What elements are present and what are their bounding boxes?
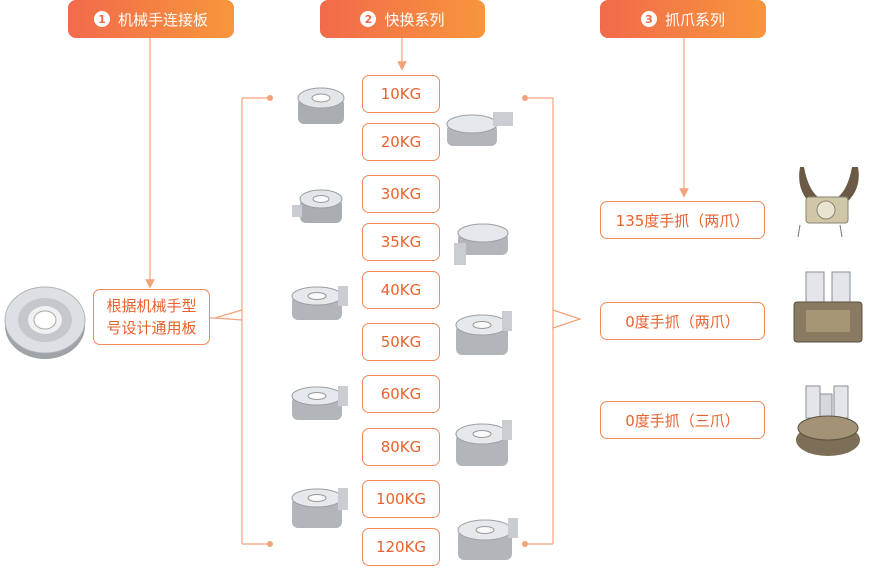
qc-product-image [292, 189, 343, 223]
step-number: 3 [640, 11, 657, 27]
qc-50kg: 50KG [362, 323, 440, 361]
tab-quick-change: 2 快换系列 [320, 0, 485, 38]
gripper-image-two-jaw [793, 271, 863, 343]
qc-20kg: 20KG [362, 123, 440, 161]
gripper-0-three-jaw: 0度手抓（三爪） [600, 401, 765, 439]
qc-60kg: 60KG [362, 375, 440, 413]
qc-product-image [297, 87, 345, 124]
gripper-image-135 [797, 167, 859, 238]
gripper-image-three-jaw [796, 385, 860, 456]
qc-10kg: 10KG [362, 75, 440, 113]
qc-product-image [291, 488, 348, 528]
qc-product-image [457, 518, 518, 560]
tab-label: 抓爪系列 [664, 10, 725, 29]
qc-product-image [291, 386, 348, 420]
tab-label: 机械手连接板 [117, 10, 208, 29]
gripper-0-two-jaw: 0度手抓（两爪） [600, 302, 765, 340]
tab-label: 快换系列 [384, 10, 445, 29]
qc-30kg: 30KG [362, 175, 440, 213]
tab-gripper: 3 抓爪系列 [600, 0, 766, 38]
gripper-135-two-jaw: 135度手抓（两爪） [600, 201, 765, 239]
qc-product-image [446, 112, 513, 146]
qc-product-image [291, 286, 348, 320]
qc-120kg: 120KG [362, 528, 440, 566]
bearing-plate-image [4, 286, 86, 359]
step-number: 2 [360, 11, 377, 27]
qc-product-image [455, 311, 512, 355]
qc-100kg: 100KG [362, 480, 440, 518]
step-number: 1 [93, 11, 110, 27]
tab-robot-plate: 1 机械手连接板 [68, 0, 234, 38]
qc-product-image [455, 420, 512, 466]
qc-product-image [454, 223, 509, 265]
qc-35kg: 35KG [362, 223, 440, 261]
qc-40kg: 40KG [362, 271, 440, 309]
universal-plate-box: 根据机械手型号设计通用板 [93, 289, 210, 345]
qc-80kg: 80KG [362, 428, 440, 466]
